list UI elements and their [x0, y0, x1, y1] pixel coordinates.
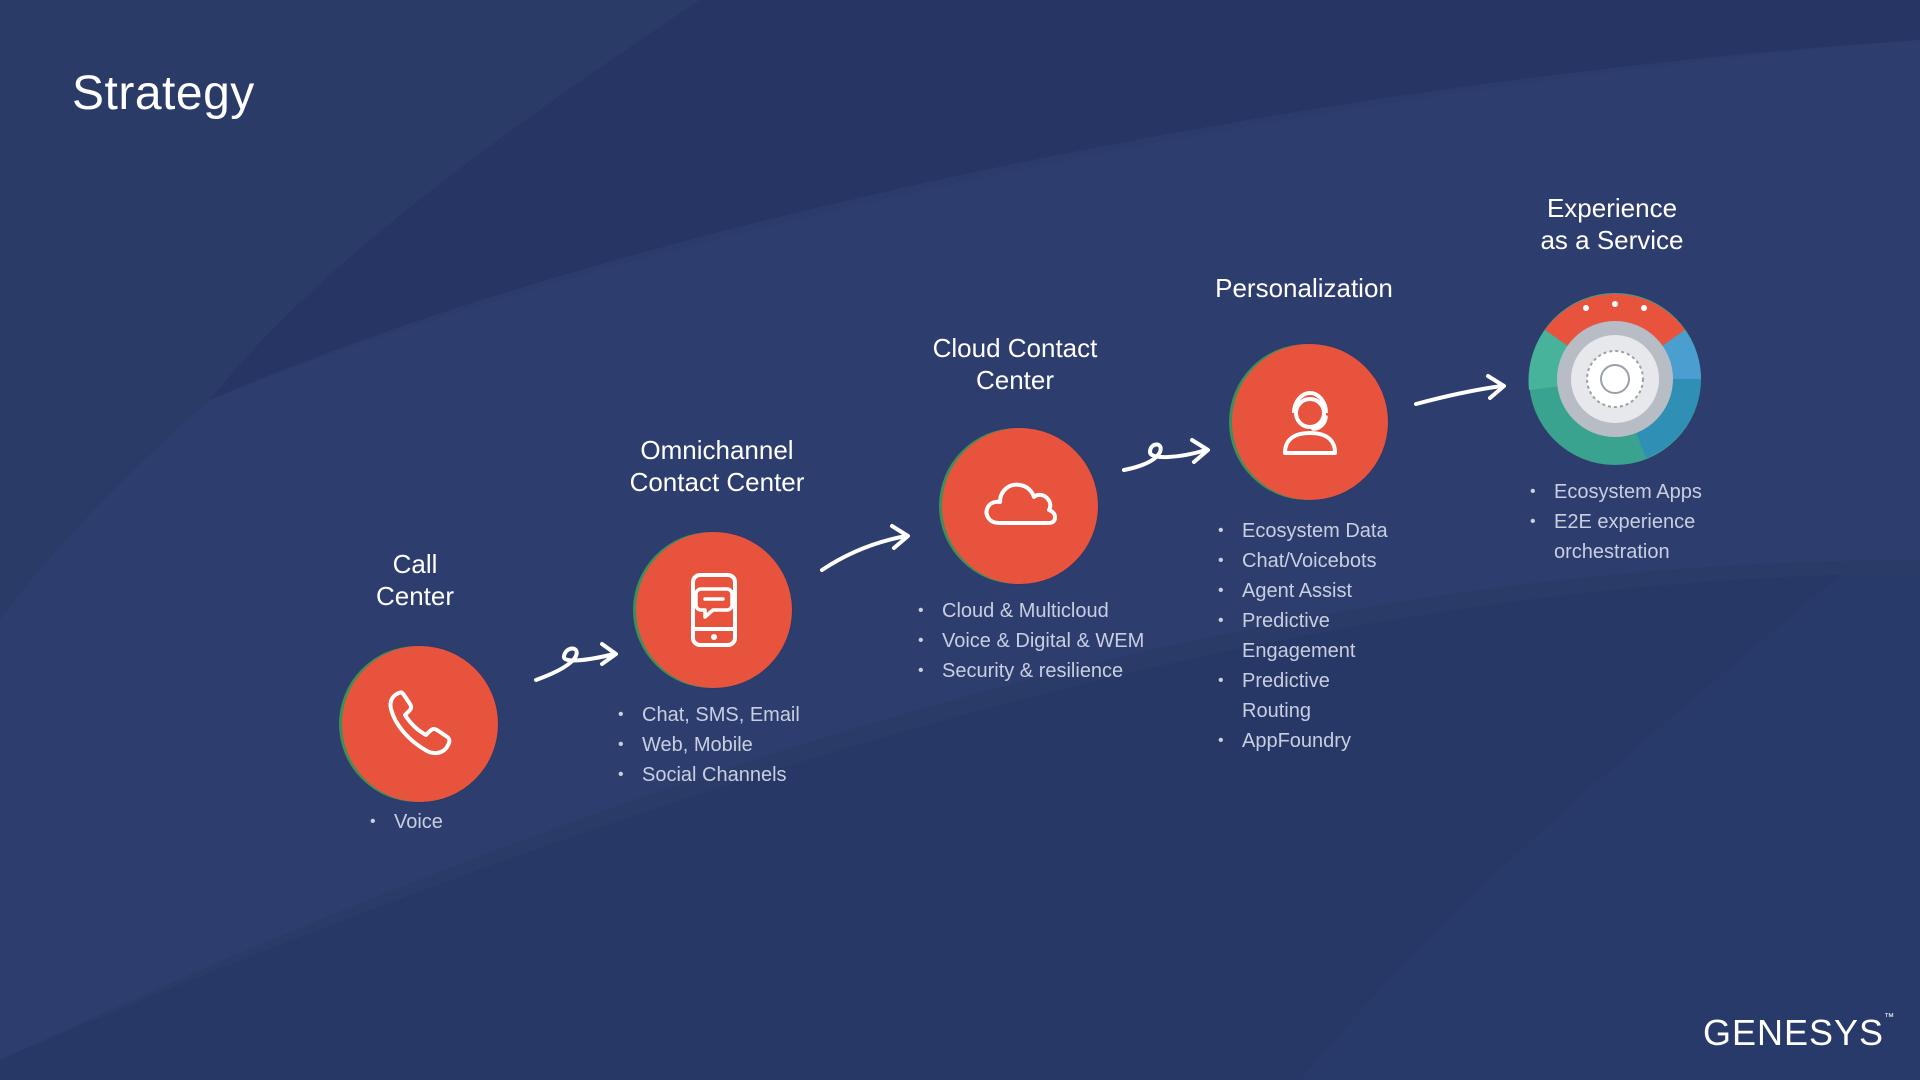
- bullet-item: Social Channels: [616, 760, 800, 790]
- bullet-item: Predictive Engagement: [1216, 606, 1388, 666]
- bullet-item: Agent Assist: [1216, 576, 1388, 606]
- bullet-item: Ecosystem Data: [1216, 516, 1388, 546]
- phone-icon: [388, 690, 452, 756]
- bullet-item: Chat, SMS, Email: [616, 700, 800, 730]
- stage-circle-personalization: [1232, 344, 1388, 500]
- slide-title: Strategy: [72, 67, 255, 120]
- bullet-item: Security & resilience: [916, 656, 1144, 686]
- experience-wheel-icon: [1528, 293, 1701, 465]
- stage-circle-call-center: [342, 646, 498, 802]
- arrow-3: [1122, 438, 1210, 472]
- genesys-logo: GENESYS™: [1703, 1012, 1896, 1053]
- stage-circle-omnichannel: [636, 532, 792, 688]
- stage-title-cloud-contact-center: Cloud Contact Center: [932, 333, 1098, 395]
- bullet-item: Voice & Digital & WEM: [916, 626, 1144, 656]
- stage-title-experience-as-a-service: Experience as a Service: [1540, 193, 1684, 255]
- cloud-icon: [984, 482, 1058, 525]
- bullet-item: Ecosystem Apps: [1528, 477, 1702, 507]
- stage-title-personalization: Personalization: [1215, 273, 1393, 303]
- agent-headset-icon: [1283, 390, 1337, 455]
- bullet-item: Cloud & Multicloud: [916, 596, 1144, 626]
- bullet-item: Predictive Routing: [1216, 666, 1388, 726]
- arrow-1: [534, 642, 618, 682]
- stage-title-omnichannel: Omnichannel Contact Center: [629, 435, 805, 497]
- bullet-item: AppFoundry: [1216, 726, 1388, 756]
- mobile-chat-icon: [691, 573, 737, 647]
- bullets-personalization: Ecosystem Data Chat/Voicebots Agent Assi…: [1216, 516, 1388, 756]
- bullet-item: Web, Mobile: [616, 730, 800, 760]
- stage-title-call-center: Call Center: [375, 549, 455, 611]
- bullets-cloud: Cloud & Multicloud Voice & Digital & WEM…: [916, 596, 1144, 686]
- arrow-4: [1414, 374, 1506, 406]
- stage-circle-cloud: [942, 428, 1098, 584]
- bullets-omnichannel: Chat, SMS, Email Web, Mobile Social Chan…: [616, 700, 800, 790]
- bullets-call-center: Voice: [368, 807, 443, 837]
- bullet-item: Voice: [368, 807, 443, 837]
- bullet-item: E2E experience orchestration: [1528, 507, 1702, 567]
- bullets-experience: Ecosystem Apps E2E experience orchestrat…: [1528, 477, 1702, 567]
- arrow-2: [820, 524, 910, 572]
- bullet-item: Chat/Voicebots: [1216, 546, 1388, 576]
